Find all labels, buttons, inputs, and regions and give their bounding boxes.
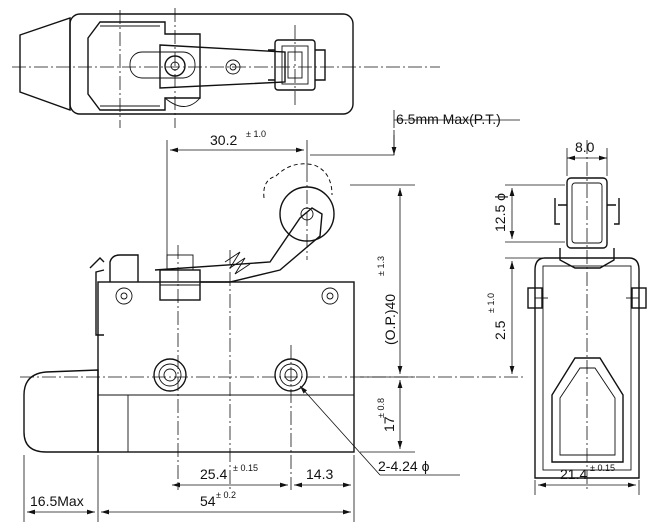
dim-holes-leader: 2-4.24 ϕ	[299, 385, 460, 476]
dim-side: 8.0 12.5 ϕ 2.5 ± 1.0 21.4 ± 0.15	[486, 139, 640, 495]
top-view-roller	[274, 39, 316, 91]
dim-pretravel-text: 6.5mm Max(P.T.)	[396, 111, 501, 127]
dim-30-2-tol: ± 1.0	[246, 129, 266, 139]
top-view	[12, 8, 440, 128]
top-view-bracket	[87, 21, 201, 111]
dim-hole-pitch: 25.4 ± 0.15 14.3	[172, 463, 351, 488]
side-view-roller	[566, 177, 608, 249]
top-view-body	[69, 13, 354, 115]
dim-op-tol: ± 1.3	[376, 256, 386, 276]
dim-8-0-text: 8.0	[575, 139, 595, 155]
dim-op-value: (O.P.)40	[382, 294, 398, 345]
front-view-lever	[154, 207, 323, 283]
dim-2-5-value: 2.5	[492, 320, 508, 340]
dim-op-height: (O.P.)40 ± 1.3	[350, 184, 415, 378]
front-mount-hole-1	[153, 358, 187, 392]
dim-roller-offset: 30.2 ± 1.0	[166, 129, 308, 260]
dim-17-tol: ± 0.8	[376, 398, 386, 418]
dim-2-5-tol: ± 1.0	[486, 293, 496, 313]
side-view-body	[534, 257, 640, 479]
dim-12-5-text: 12.5 ϕ	[492, 193, 508, 232]
front-view-cap	[23, 369, 99, 453]
front-view	[20, 163, 525, 490]
side-view	[527, 140, 647, 490]
front-view-body	[97, 281, 355, 453]
dim-16-5-text: 16.5Max	[30, 493, 84, 509]
dim-bottom: 16.5Max 54 ± 0.2	[23, 455, 355, 522]
dim-14-3-value: 14.3	[306, 466, 333, 482]
dim-21-4-tol: ± 0.15	[590, 463, 615, 473]
dim-holes-text: 2-4.24 ϕ	[378, 458, 430, 474]
top-view-cap	[19, 17, 71, 111]
dim-25-4-value: 25.4	[200, 466, 227, 482]
dim-54-value: 54	[200, 493, 216, 509]
dim-pretravel: 6.5mm Max(P.T.)	[310, 110, 520, 156]
dim-mount-height: 17 ± 0.8	[360, 380, 415, 453]
dim-30-2-value: 30.2	[210, 132, 237, 148]
top-view-lever	[159, 44, 286, 89]
dim-17-value: 17	[381, 416, 397, 432]
dim-25-4-tol: ± 0.15	[233, 463, 258, 473]
dim-54-tol: ± 0.2	[216, 490, 236, 500]
dim-21-4-value: 21.4	[560, 466, 587, 482]
